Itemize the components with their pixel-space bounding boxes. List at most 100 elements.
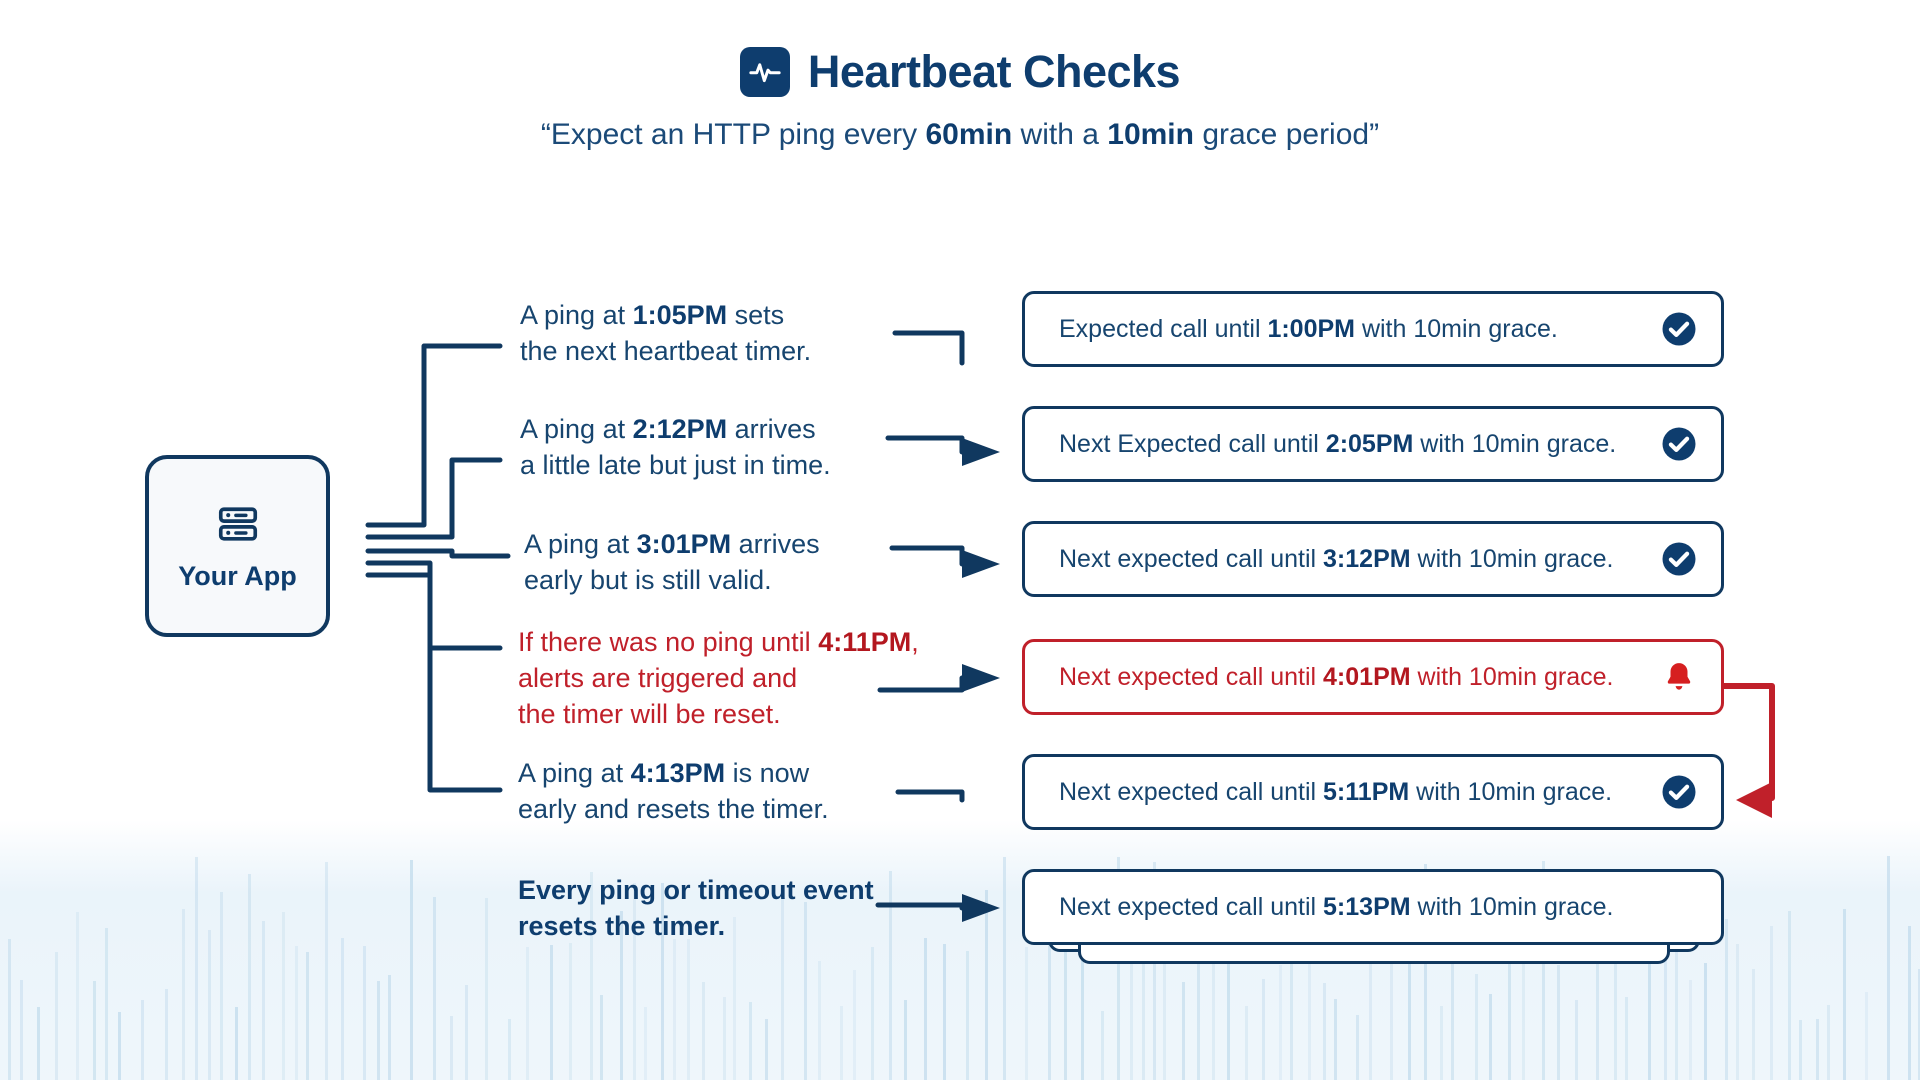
background-bar [465,984,469,1080]
text: , [911,627,919,657]
card-text-suffix: with 10min grace. [1355,314,1558,343]
background-bar [75,911,79,1080]
card-5-13pm-text: Next expected call until 5:13PM with 10m… [1059,893,1661,922]
background-bar [1815,1019,1819,1080]
background-bar [1688,979,1692,1080]
desc-ping-301-line-2: early but is still valid. [524,562,820,598]
text: A ping at [518,758,631,788]
desc-no-ping-411: If there was no ping until 4:11PM,alerts… [518,624,919,732]
background-bar [673,938,677,1080]
background-bar [633,882,636,1080]
desc-no-ping-411-line-3: the timer will be reset. [518,696,919,732]
background-bar [1261,978,1265,1080]
background-bar [1307,871,1311,1080]
card-2-05pm-text: Next Expected call until 2:05PM with 10m… [1059,430,1661,459]
card-5-13pm[interactable]: Next expected call until 5:13PM with 10m… [1022,869,1724,945]
card-1-00pm[interactable]: Expected call until 1:00PM with 10min gr… [1022,291,1724,367]
background-bar [1182,981,1186,1080]
background-bar [1408,873,1412,1080]
app-node[interactable]: Your App [145,455,330,637]
background-bar [985,890,989,1080]
background-bar [526,947,530,1080]
background-bar [1843,909,1847,1080]
background-bar [619,911,623,1080]
desc-no-ping-411-line-1: If there was no ping until 4:11PM, [518,624,919,660]
background-bar [1556,964,1560,1080]
background-bar [1451,900,1455,1080]
background-bar [1624,996,1628,1080]
background-bar [1522,923,1526,1080]
card-deadline-time: 5:13PM [1323,892,1411,921]
card-2-05pm[interactable]: Next Expected call until 2:05PM with 10m… [1022,406,1724,482]
desc-ping-212-line-1: A ping at 2:12PM arrives [520,411,831,447]
card-4-01pm[interactable]: Next expected call until 4:01PM with 10m… [1022,639,1724,715]
text: A ping at [524,529,637,559]
background-bar [220,892,223,1080]
background-bar [92,981,96,1080]
background-bar [643,1006,647,1080]
background-bar [1663,877,1667,1080]
status-badge-empty [1661,889,1697,925]
card-text-suffix: with 10min grace. [1413,429,1617,458]
check-circle-icon [1661,311,1697,347]
app-node-label: Your App [178,560,297,591]
desc-ping-212-line-2: a little late but just in time. [520,447,831,483]
card-deadline-time: 4:01PM [1323,662,1411,691]
text: sets [727,300,785,330]
background-bar [1152,861,1156,1080]
desc-reset-note-line-2: resets the timer. [518,908,874,944]
background-bar [508,1018,512,1080]
background-bar [568,942,572,1080]
background-bar [723,997,727,1080]
desc-ping-301-line-1: A ping at 3:01PM arrives [524,526,820,562]
subtitle-mid: with a [1012,118,1108,151]
card-text-prefix: Next Expected call until [1059,429,1326,458]
background-bar [1787,910,1791,1080]
background-bar [733,917,737,1080]
card-text-suffix: with 10min grace. [1409,777,1613,806]
text: a little late but just in time. [520,450,831,480]
text: the next heartbeat timer. [520,336,812,366]
background-bar [550,944,554,1080]
background-bar [261,920,265,1080]
card-3-12pm[interactable]: Next expected call until 3:12PM with 10m… [1022,521,1724,597]
background-bar [870,947,874,1080]
background-bar [1907,925,1911,1080]
background-bar [484,898,488,1080]
background-bar [1489,993,1493,1080]
card-text-suffix: with 10min grace. [1410,544,1614,573]
background-bar [943,944,947,1080]
background-bar [1675,873,1679,1080]
background-bar [1389,938,1393,1080]
card-deadline-time: 3:12PM [1323,544,1411,573]
background-bar [1129,908,1133,1080]
background-bar [780,898,784,1080]
background-bar [36,1007,40,1080]
text: alerts are triggered and [518,663,798,693]
background-bar [305,951,309,1080]
card-text-prefix: Expected call until [1059,314,1268,343]
background-bar [1596,897,1600,1080]
background-bar [1613,919,1617,1080]
card-1-00pm-text: Expected call until 1:00PM with 10min gr… [1059,315,1661,344]
text: arrives [727,414,816,444]
background-bar [1369,963,1373,1080]
card-5-11pm[interactable]: Next expected call until 5:11PM with 10m… [1022,754,1724,830]
check-circle-icon [1661,541,1697,577]
background-bar [105,927,109,1080]
background-bar [8,939,11,1080]
background-bar [764,1018,768,1080]
background-bar [164,988,168,1080]
background-bar [362,945,366,1080]
background-bar [803,901,807,1080]
background-bar [600,994,604,1080]
background-bar [1355,1015,1359,1080]
background-bar [1080,946,1084,1080]
background-bar [1289,897,1293,1080]
background-bars [0,840,1920,1080]
title-row: Heartbeat Checks [0,46,1920,98]
subtitle-interval: 60min [925,118,1013,151]
